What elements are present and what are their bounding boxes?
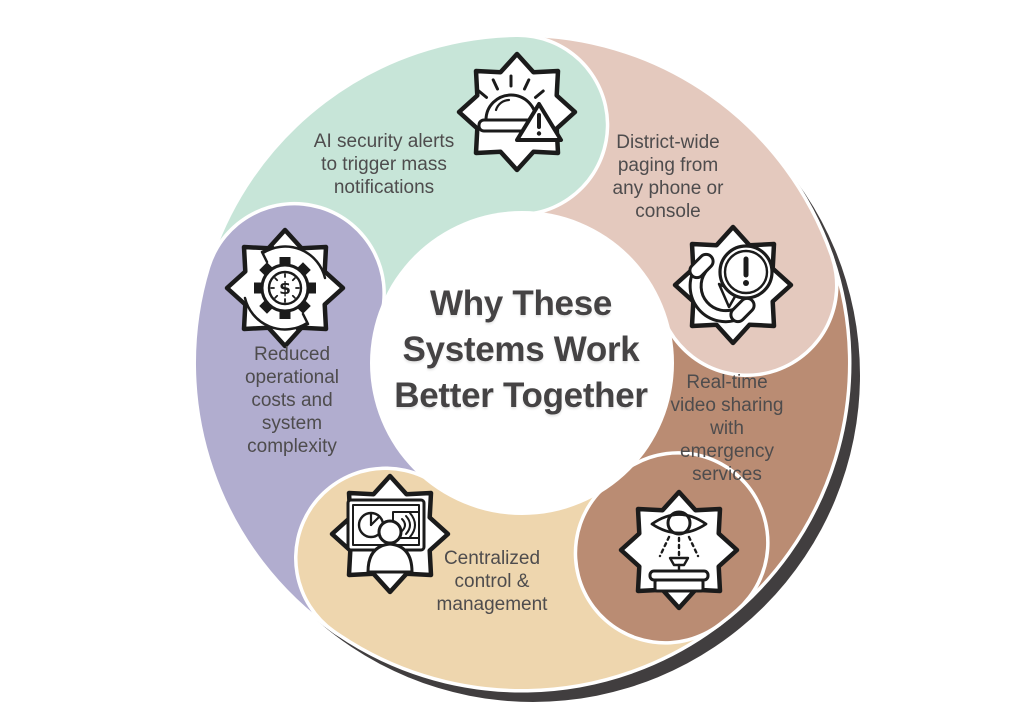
label-alerts: AI security alerts to trigger mass notif… [313,131,455,198]
gear-clock-dollar-icon: $ [243,245,327,331]
siren-alert-icon [477,74,563,142]
label-video: Real-time video sharing with emergency s… [670,372,784,485]
diagram-title: Why These Systems Work Better Together [394,284,648,415]
dollar-sign: $ [279,279,291,299]
center-disc [370,211,674,515]
monitor-operator-icon [346,498,426,574]
label-costs: Reduced operational costs and system com… [244,344,340,457]
badge-alerts [459,54,575,170]
label-paging: District-wide paging from any phone or c… [612,132,724,222]
eye-projector-icon [648,510,710,593]
badge-control [332,476,448,592]
phone-alert-icon [688,244,774,324]
badge-video [621,492,737,608]
badge-costs: $ [227,230,343,346]
label-control: Centralized control & management [436,548,548,615]
badge-paging [675,227,791,343]
